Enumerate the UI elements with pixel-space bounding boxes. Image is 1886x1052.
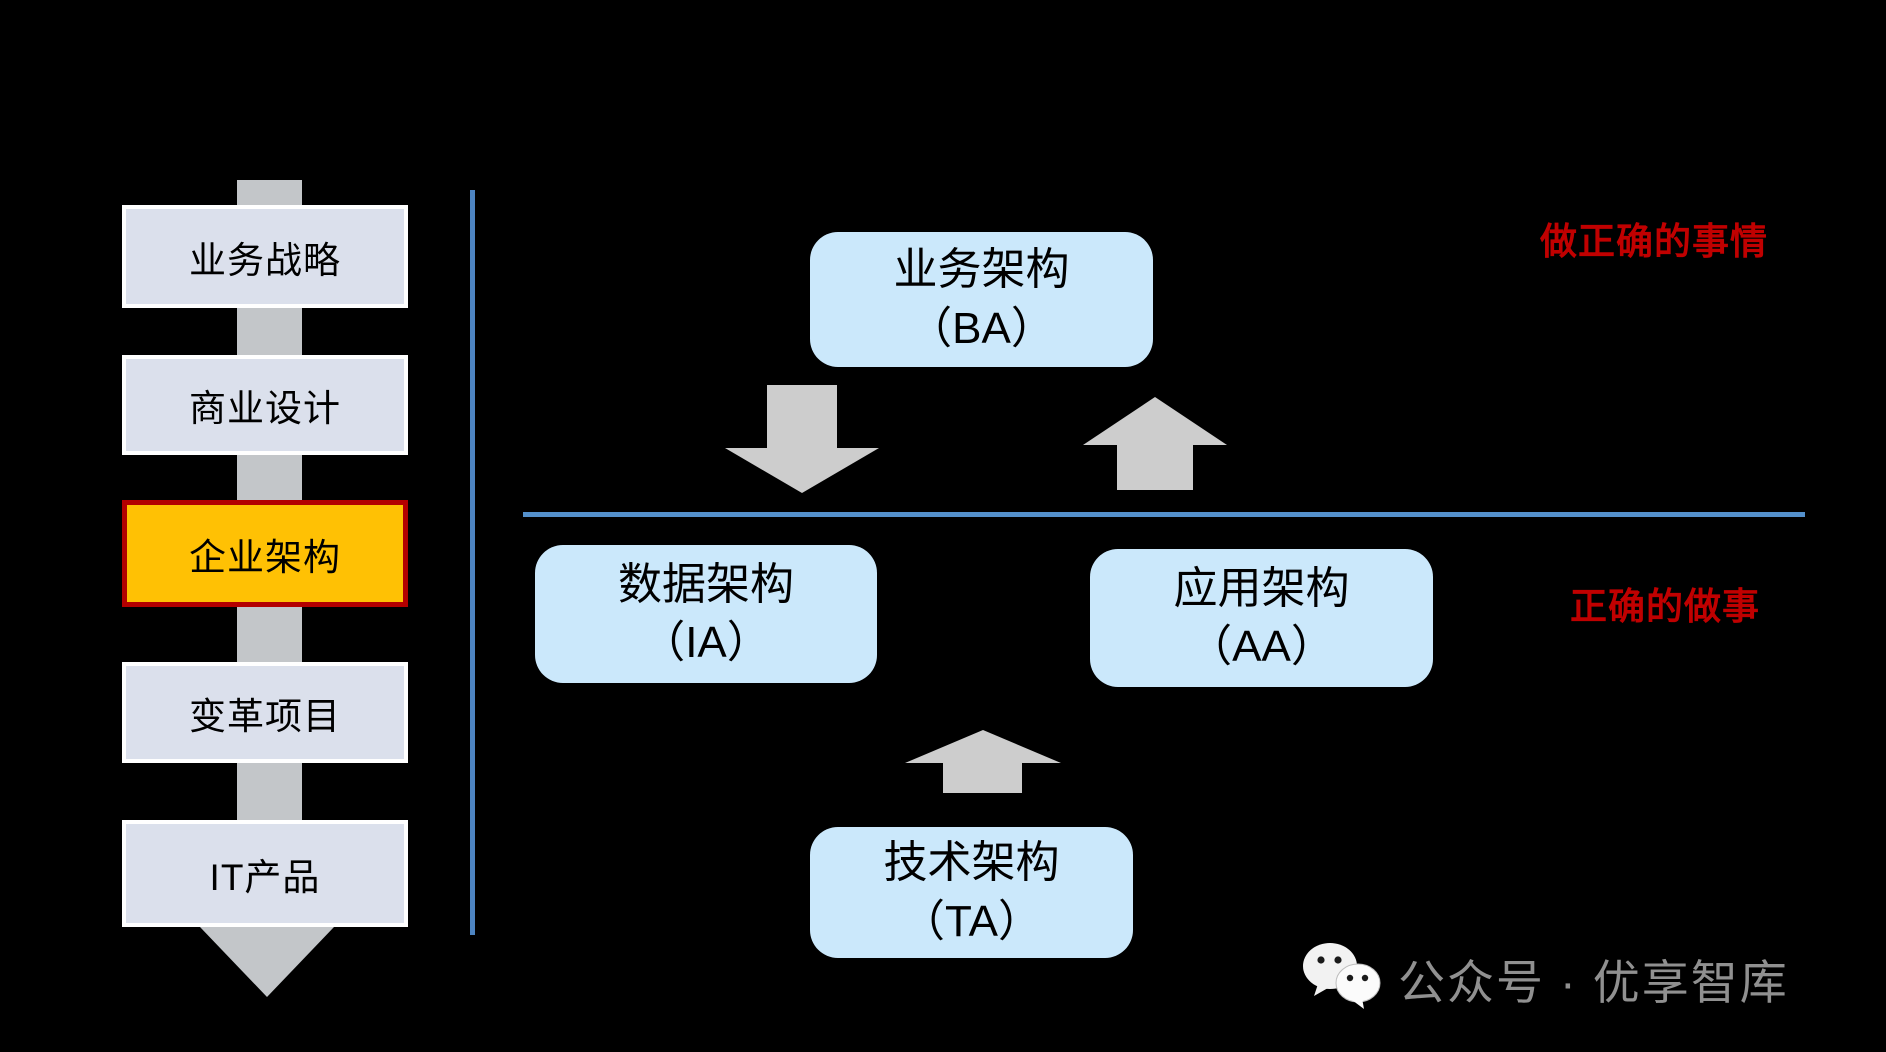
flow-step-label: 企业架构 <box>189 536 341 578</box>
down-arrow-head-icon <box>725 448 879 493</box>
box-title: 业务架构 <box>893 245 1070 295</box>
box-title: 技术架构 <box>883 838 1060 888</box>
box-business-architecture: 业务架构 （BA） <box>810 232 1153 367</box>
wechat-account-label: 公众号 · 优享智库 <box>1398 956 1789 1009</box>
annotation-do-right-things: 做正确的事情 <box>1540 221 1768 262</box>
box-abbr: （TA） <box>901 896 1042 946</box>
wechat-icon <box>1303 943 1381 1009</box>
flow-step-enterprise-architecture: 企业架构 <box>122 500 408 607</box>
vertical-divider-line <box>470 190 475 935</box>
horizontal-divider-line <box>523 512 1805 517</box>
up-arrow-ta-icon <box>905 730 1061 763</box>
flow-step-label: 变革项目 <box>189 695 341 737</box>
box-title: 应用架构 <box>1173 563 1350 613</box>
flow-step-change-projects: 变革项目 <box>122 662 408 763</box>
up-arrow-shaft <box>1117 444 1193 490</box>
flow-arrow-head-icon <box>200 927 334 997</box>
up-arrow-ta-shaft <box>943 762 1022 793</box>
annotation-do-things-right: 正确的做事 <box>1570 586 1760 627</box>
flow-step-label: 商业设计 <box>189 388 341 429</box>
flow-step-business-design: 商业设计 <box>122 355 408 455</box>
box-data-architecture: 数据架构 （IA） <box>535 545 877 683</box>
box-abbr: （IA） <box>641 618 771 667</box>
box-application-architecture: 应用架构 （AA） <box>1090 549 1433 687</box>
flow-step-it-products: IT产品 <box>122 820 408 927</box>
box-abbr: （AA） <box>1188 622 1335 671</box>
box-technology-architecture: 技术架构 （TA） <box>810 827 1133 958</box>
flow-step-label: 业务战略 <box>189 239 341 281</box>
box-title: 数据架构 <box>618 559 794 609</box>
flow-step-label: IT产品 <box>209 856 321 898</box>
flow-step-business-strategy: 业务战略 <box>122 205 408 308</box>
up-arrow-icon <box>1083 397 1227 445</box>
box-abbr: （BA） <box>908 303 1055 353</box>
down-arrow-icon <box>767 385 837 449</box>
